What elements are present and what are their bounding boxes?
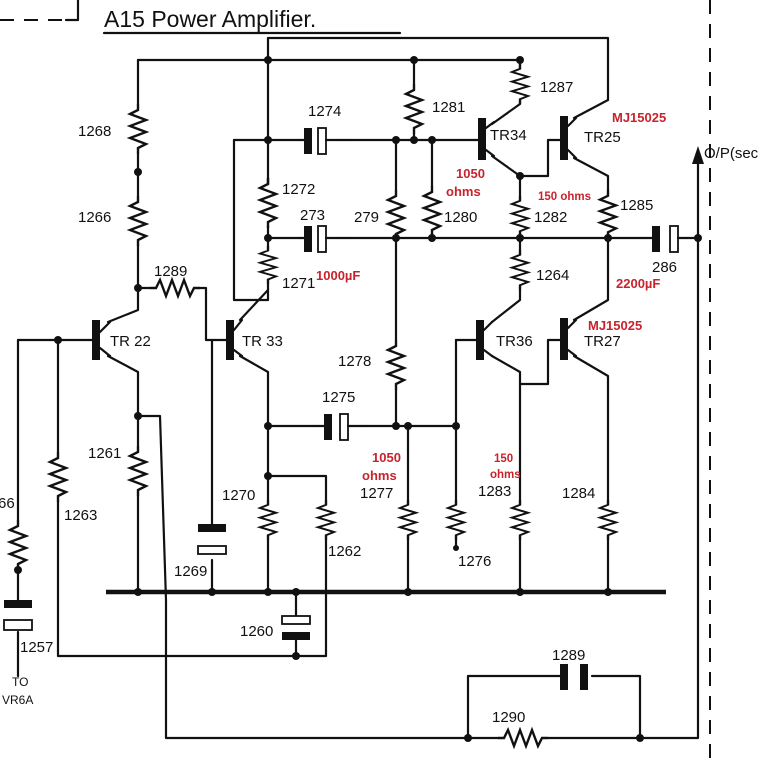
junction-dots (14, 56, 702, 742)
output-label: O/P(sec (704, 145, 759, 162)
capacitor-c1269 (197, 524, 227, 555)
transistor-tr22 (92, 320, 112, 360)
capacitor-c273 (298, 225, 346, 253)
label-c1260: 1260 (240, 623, 273, 640)
annotation-1050-top-unit: ohms (446, 184, 481, 199)
annotation-150-top: 150 ohms (538, 191, 591, 203)
capacitor-c1274 (298, 127, 346, 155)
label-r1281: 1281 (432, 99, 465, 116)
label-r1261: 1261 (88, 445, 121, 462)
label-c1257: 1257 (20, 639, 53, 656)
annotation-1050-bottom-value: 1050 (372, 450, 401, 465)
label-r1268: 1268 (78, 123, 111, 140)
label-tr27: TR27 (584, 333, 621, 350)
transistor-tr33 (226, 318, 244, 360)
input-label-vr6a: VR6A (2, 693, 33, 707)
capacitor-c1289 (560, 664, 588, 690)
transistor-tr36 (476, 320, 494, 360)
resistor-r1261 (128, 444, 148, 498)
label-r1263: 1263 (64, 507, 97, 524)
resistor-r1278 (386, 338, 406, 392)
resistor-r1284 (598, 498, 618, 542)
resistor-r1268 (128, 102, 148, 156)
label-c1269: 1269 (174, 563, 207, 580)
label-r1285: 1285 (620, 197, 653, 214)
transistor-tr25 (560, 116, 578, 160)
label-r1272: 1272 (282, 181, 315, 198)
resistor-r66 (8, 518, 28, 572)
capacitor-c1257 (3, 600, 33, 631)
resistor-r1287 (510, 62, 530, 106)
label-tr33: TR 33 (242, 333, 283, 350)
resistor-r1264 (510, 248, 530, 292)
resistor-r1262 (316, 498, 336, 542)
label-r1270: 1270 (222, 487, 255, 504)
label-r1284: 1284 (562, 485, 595, 502)
label-r1276: 1276 (458, 553, 491, 570)
annotation-1050-top-value: 1050 (456, 166, 485, 181)
label-r1287: 1287 (540, 79, 573, 96)
label-tr36: TR36 (496, 333, 533, 350)
resistor-r1263 (48, 450, 68, 504)
resistor-r1289 (148, 278, 202, 298)
label-r1278: 1278 (338, 353, 371, 370)
capacitor-c1275 (318, 413, 364, 441)
label-r1277: 1277 (360, 485, 393, 502)
label-tr34: TR34 (490, 127, 527, 144)
label-r1289: 1289 (154, 263, 187, 280)
label-edge: 66 (0, 495, 15, 512)
annotation-2200uf: 2200µF (616, 276, 660, 291)
input-label-to: TO (12, 675, 28, 689)
capacitor-c286 (646, 225, 688, 253)
annotation-150-bottom-value: 150 (494, 453, 513, 465)
label-r1283: 1283 (478, 483, 511, 500)
label-tr22: TR 22 (110, 333, 151, 350)
resistor-r1285 (598, 188, 618, 240)
label-c1275: 1275 (322, 389, 355, 406)
label-r1264: 1264 (536, 267, 569, 284)
transistor-tr34 (478, 118, 496, 160)
resistor-r279 (386, 188, 406, 242)
label-c286: 286 (652, 259, 677, 276)
capacitor-c1260 (281, 615, 311, 640)
label-r1290: 1290 (492, 709, 525, 726)
resistor-r1277 (398, 498, 418, 542)
annotation-1050-bottom-unit: ohms (362, 468, 397, 483)
page-title: A15 Power Amplifier. (104, 6, 316, 32)
label-r1271: 1271 (282, 275, 315, 292)
label-tr25: TR25 (584, 129, 621, 146)
label-c1274: 1274 (308, 103, 341, 120)
resistor-r1281 (404, 82, 424, 136)
resistor-r1270 (258, 498, 278, 542)
output-arrow-icon (692, 146, 704, 164)
resistor-r1290 (496, 728, 550, 748)
resistor-r1283 (510, 498, 530, 542)
label-r1266: 1266 (78, 209, 111, 226)
resistor-r1282 (510, 194, 530, 238)
label-c273: 273 (300, 207, 325, 224)
label-r1262: 1262 (328, 543, 361, 560)
title-block: A15 Power Amplifier. (0, 0, 402, 35)
annotation-1000uf: 1000µF (316, 268, 360, 283)
annotation-mj15025-bottom: MJ15025 (588, 318, 642, 333)
label-r1280: 1280 (444, 209, 477, 226)
resistor-r1280 (422, 184, 442, 238)
label-c1289: 1289 (552, 647, 585, 664)
annotation-150-bottom-unit: ohms (490, 469, 521, 481)
label-r1282: 1282 (534, 209, 567, 226)
resistor-r1272 (258, 176, 278, 230)
transistor-tr27 (560, 318, 578, 360)
label-r279: 279 (354, 209, 379, 226)
annotation-mj15025-top: MJ15025 (612, 110, 666, 125)
resistor-r1276 (446, 498, 466, 542)
resistor-r1271 (258, 244, 278, 286)
resistor-r1266 (128, 194, 148, 248)
